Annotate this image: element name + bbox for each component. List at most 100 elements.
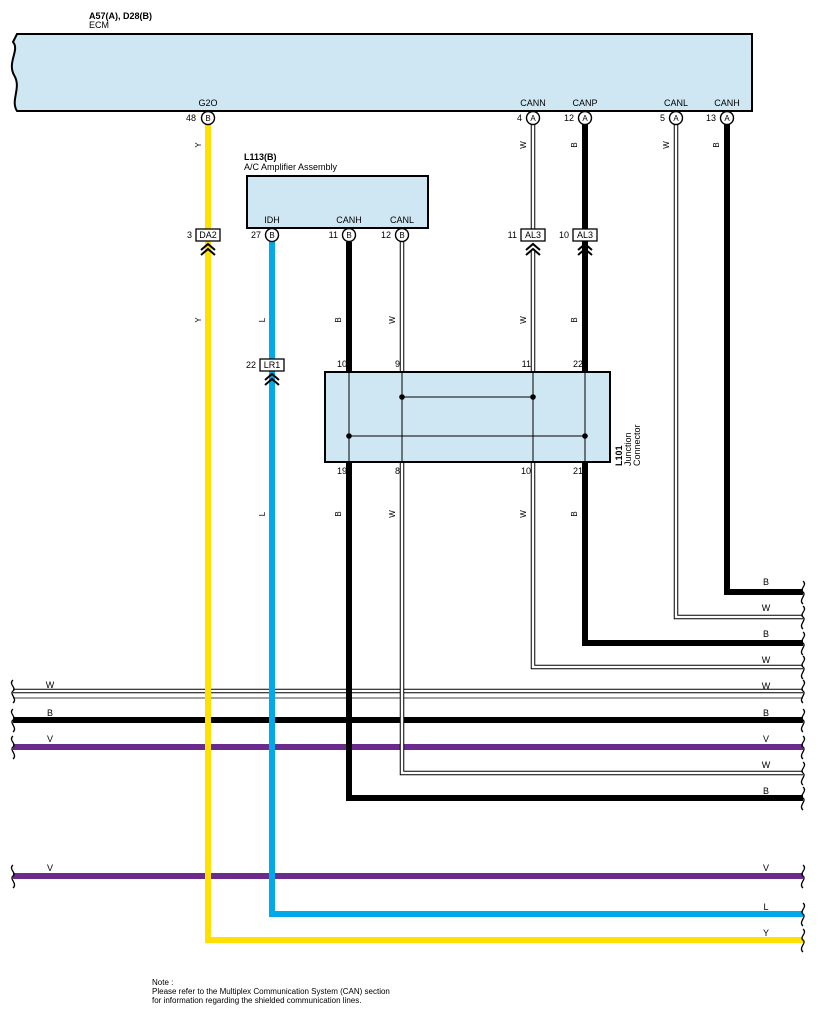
svg-text:27: 27 <box>251 230 261 240</box>
wire-color-labels: Y Y W W W B B B W B L L B B W W <box>194 141 721 518</box>
svg-text:V: V <box>763 734 769 744</box>
svg-text:A: A <box>582 114 588 123</box>
svg-text:V: V <box>47 863 53 873</box>
ecm-pin-label-canp: CANP <box>572 98 597 108</box>
svg-text:V: V <box>763 863 769 873</box>
wire-junction-21 <box>582 462 803 646</box>
svg-text:B: B <box>399 231 404 240</box>
wire-ecm-canh <box>724 124 803 595</box>
svg-text:W: W <box>388 316 397 324</box>
ecm-name: ECM <box>89 20 109 30</box>
svg-text:B: B <box>763 577 769 587</box>
junction-bottom-pin-10: 10 <box>521 466 531 476</box>
junction-body <box>324 371 611 463</box>
wire-junction-10 <box>530 462 803 670</box>
svg-text:A: A <box>724 114 730 123</box>
ecm-pins: 48 B 4 A 12 A 5 A 13 A <box>186 110 735 126</box>
svg-text:48: 48 <box>186 113 196 123</box>
junction-name-1: Junction <box>623 432 633 466</box>
junction-bottom-pin-8: 8 <box>395 466 400 476</box>
svg-text:LR1: LR1 <box>264 360 281 370</box>
svg-text:3: 3 <box>187 230 192 240</box>
junction-top-pin-9: 9 <box>395 359 400 369</box>
note-line-1: Please refer to the Multiplex Communicat… <box>152 987 390 996</box>
ecm-pin-12: 12 A <box>564 110 593 126</box>
svg-text:W: W <box>762 603 771 613</box>
svg-text:B: B <box>205 114 210 123</box>
svg-text:22: 22 <box>246 360 256 370</box>
svg-text:5: 5 <box>660 113 665 123</box>
svg-text:12: 12 <box>381 230 391 240</box>
junction-internal <box>348 372 586 462</box>
amp-pin-label-idh: IDH <box>264 215 280 225</box>
note-line-2: for information regarding the shielded c… <box>152 996 362 1005</box>
svg-text:10: 10 <box>559 230 569 240</box>
svg-text:W: W <box>388 510 397 518</box>
connector-da2: 3 DA2 <box>187 228 221 256</box>
note-block: Note : Please refer to the Multiplex Com… <box>152 978 390 1005</box>
amp-pin-12: 12 B <box>381 227 410 243</box>
svg-text:W: W <box>762 760 771 770</box>
svg-text:W: W <box>519 141 528 149</box>
svg-text:Y: Y <box>763 928 769 938</box>
ecm-pin-label-g2o: G2O <box>198 98 217 108</box>
bus-right-labels: B W B W W B V W B V L Y <box>762 577 771 938</box>
svg-text:L: L <box>258 317 267 322</box>
amplifier-pins: 27 B 11 B 12 B <box>251 227 410 243</box>
junction-label: L101 Junction Connector <box>614 424 642 466</box>
svg-text:B: B <box>570 142 579 147</box>
svg-text:W: W <box>519 510 528 518</box>
ecm-pin-label-canh: CANH <box>714 98 740 108</box>
wire-g2o <box>205 124 803 943</box>
svg-text:AL3: AL3 <box>577 230 593 240</box>
ecm-pin-48: 48 B <box>186 110 216 126</box>
ecm-ref: A57(A), D28(B) <box>89 11 152 21</box>
svg-text:DA2: DA2 <box>199 230 217 240</box>
svg-text:B: B <box>570 317 579 322</box>
amplifier-ref: L113(B) <box>244 152 277 162</box>
svg-text:11: 11 <box>329 230 338 240</box>
junction-ref: L101 <box>614 445 624 466</box>
svg-text:11: 11 <box>508 230 517 240</box>
amp-pin-27: 27 B <box>251 227 280 243</box>
amp-pin-label-canl: CANL <box>390 215 414 225</box>
wire-junction-19 <box>346 462 803 801</box>
svg-text:W: W <box>762 655 771 665</box>
junction-top-pin-10: 10 <box>337 359 347 369</box>
svg-text:W: W <box>762 681 771 691</box>
wire-idh <box>269 242 803 917</box>
svg-text:AL3: AL3 <box>525 230 541 240</box>
connector-al3-11: 11 AL3 <box>508 228 546 256</box>
svg-text:13: 13 <box>706 113 716 123</box>
svg-text:W: W <box>662 141 671 149</box>
connector-al3-10: 10 AL3 <box>559 228 598 256</box>
junction-top-pin-22: 22 <box>573 359 583 369</box>
svg-text:B: B <box>346 231 351 240</box>
wire-ecm-canl <box>673 124 803 620</box>
connector-lr1: 22 LR1 <box>246 358 285 386</box>
junction-bottom-pin-21: 21 <box>573 466 583 476</box>
break-marks-left <box>10 679 16 889</box>
ecm-pin-label-canl: CANL <box>664 98 688 108</box>
svg-text:W: W <box>519 316 528 324</box>
amplifier-name: A/C Amplifier Assembly <box>244 162 338 172</box>
ecm-pin-5: 5 A <box>660 110 684 126</box>
svg-text:B: B <box>763 786 769 796</box>
svg-text:L: L <box>258 511 267 516</box>
svg-text:B: B <box>712 142 721 147</box>
wire-junction-8 <box>399 462 803 776</box>
svg-text:4: 4 <box>517 113 522 123</box>
svg-text:Y: Y <box>194 142 203 148</box>
svg-text:B: B <box>570 511 579 516</box>
amp-pin-label-canh: CANH <box>336 215 362 225</box>
svg-text:B: B <box>334 317 343 322</box>
svg-text:B: B <box>47 708 53 718</box>
svg-text:A: A <box>673 114 679 123</box>
bus-left-labels: W B V V <box>46 680 55 873</box>
break-marks-right <box>800 580 806 953</box>
bus-lines <box>13 688 803 879</box>
svg-text:L: L <box>763 902 768 912</box>
svg-text:Y: Y <box>194 317 203 323</box>
ecm-pin-label-cann: CANN <box>520 98 546 108</box>
